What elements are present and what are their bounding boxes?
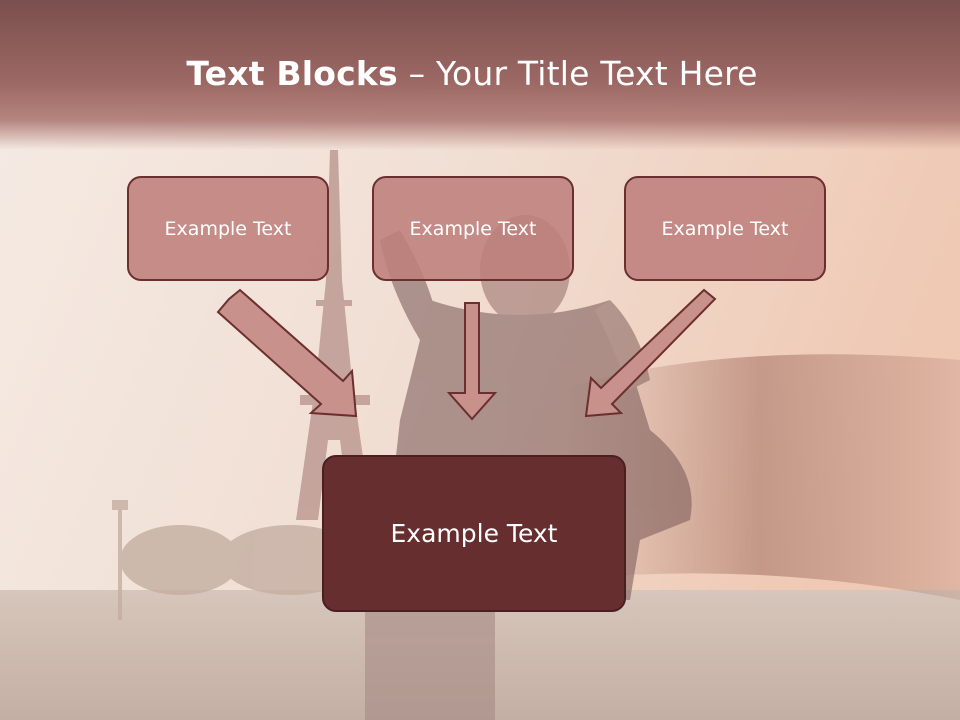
arrow-center — [446, 302, 498, 421]
text-block-1-label: Example Text — [164, 217, 292, 240]
text-block-2[interactable]: Example Text — [372, 176, 574, 281]
arrow-left — [216, 288, 358, 418]
title-rest-text: – Your Title Text Here — [397, 54, 758, 93]
slide-title: Text Blocks – Your Title Text Here — [0, 54, 944, 93]
title-band — [0, 0, 960, 150]
arrow-right — [584, 288, 717, 418]
text-block-2-label: Example Text — [409, 217, 537, 240]
text-block-3-label: Example Text — [661, 217, 789, 240]
main-text-block[interactable]: Example Text — [322, 455, 626, 612]
text-block-1[interactable]: Example Text — [127, 176, 329, 281]
text-block-3[interactable]: Example Text — [624, 176, 826, 281]
main-text-block-label: Example Text — [390, 519, 558, 548]
title-bold-text: Text Blocks — [186, 54, 398, 93]
